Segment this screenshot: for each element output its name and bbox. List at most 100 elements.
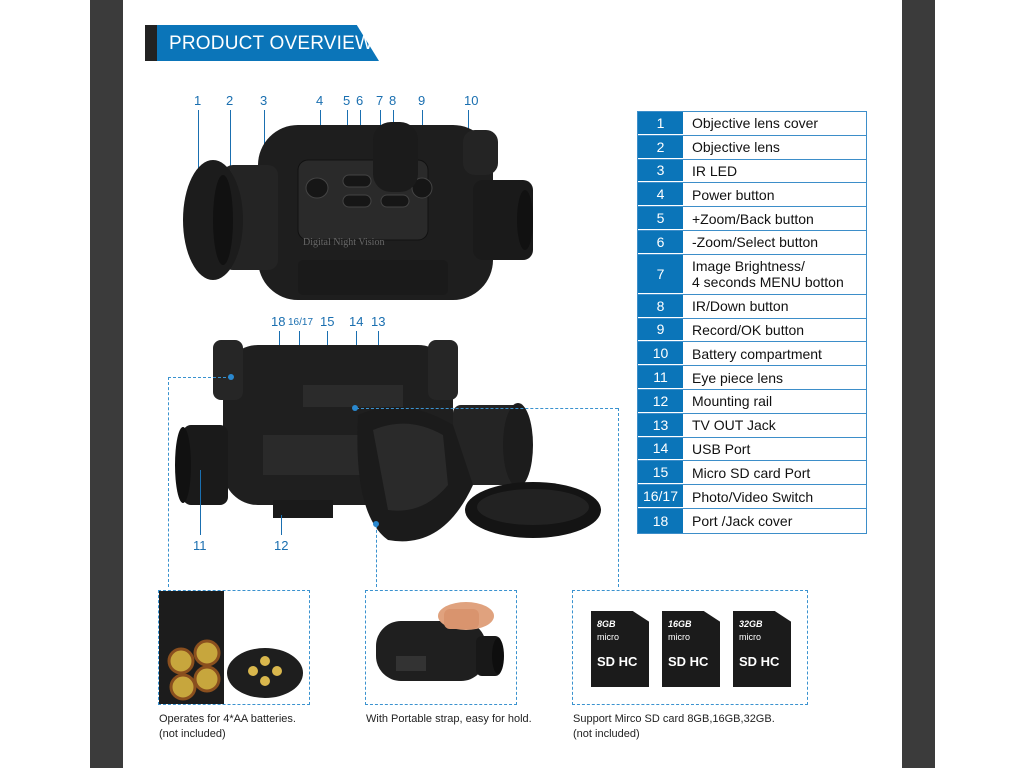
parts-number: 11	[638, 366, 683, 389]
callout-15: 15	[320, 314, 335, 329]
parts-row: 10 Battery compartment	[638, 342, 866, 367]
section-title: PRODUCT OVERVIEW	[169, 33, 374, 54]
parts-number: 9	[638, 318, 683, 342]
callout-18: 18	[271, 314, 286, 329]
parts-row: 14 USB Port	[638, 437, 866, 462]
strap-panel	[365, 590, 517, 705]
callout-16-17: 16/17	[288, 317, 314, 328]
parts-row: 12 Mounting rail	[638, 389, 866, 414]
parts-number: 15	[638, 461, 683, 485]
parts-name: USB Port	[692, 440, 751, 457]
parts-row: 4 Power button	[638, 183, 866, 208]
sdcard-micro-label: micro	[739, 632, 761, 642]
callout-1: 1	[194, 93, 202, 108]
device-label: Digital Night Vision	[303, 237, 384, 248]
parts-row: 5 +Zoom/Back button	[638, 207, 866, 231]
battery-image	[159, 591, 303, 704]
sdcard-8gb: 8GB micro SD HC	[591, 611, 649, 687]
callout-11: 11	[193, 538, 207, 553]
parts-name: Record/OK button	[692, 321, 805, 338]
night-vision-device-side-view: Digital Night Vision	[183, 122, 533, 300]
parts-name: +Zoom/Back button	[692, 210, 814, 227]
leader-line	[281, 515, 282, 535]
sdcard-capacity: 8GB	[597, 619, 616, 629]
parts-number: 7	[638, 254, 683, 294]
parts-number: 10	[638, 342, 683, 366]
parts-number: 13	[638, 413, 683, 437]
battery-caption-line1: Operates for 4*AA batteries.	[159, 713, 296, 725]
callout-9: 9	[418, 93, 426, 108]
sdcard-hc-label: SD HC	[739, 654, 780, 669]
sdcard-hc-label: SD HC	[597, 654, 638, 669]
night-vision-device-back-view	[175, 340, 601, 542]
parts-name: Objective lens cover	[692, 115, 819, 132]
parts-number: 8	[638, 294, 683, 318]
parts-number: 12	[638, 389, 683, 413]
callout-5: 5	[343, 93, 351, 108]
parts-name: -Zoom/Select button	[692, 234, 819, 251]
parts-number: 18	[638, 508, 683, 533]
callout-7: 7	[376, 93, 384, 108]
parts-name: Eye piece lens	[692, 369, 784, 386]
callout-14: 14	[349, 314, 364, 329]
battery-caption-line2: (not included)	[159, 728, 226, 740]
callout-6: 6	[356, 93, 364, 108]
parts-name: Photo/Video Switch	[692, 488, 814, 505]
connector-line	[356, 408, 618, 409]
sdcard-32gb: 32GB micro SD HC	[733, 611, 791, 687]
parts-name: TV OUT Jack	[692, 417, 776, 434]
parts-number: 4	[638, 183, 683, 207]
leader-line	[264, 110, 265, 148]
parts-row: 8 IR/Down button	[638, 294, 866, 319]
connector-line	[618, 408, 619, 587]
page-margin-left	[0, 0, 90, 768]
parts-name: Battery compartment	[692, 345, 822, 362]
parts-name: Image Brightness/ 4 seconds MENU botton	[692, 258, 844, 291]
callout-8: 8	[389, 93, 397, 108]
sdcard-caption-line2: (not included)	[573, 728, 640, 740]
callout-10: 10	[464, 93, 479, 108]
page-margin-right	[935, 0, 1024, 768]
strap-image	[376, 602, 504, 681]
section-banner: PRODUCT OVERVIEW	[145, 25, 400, 61]
parts-name: Mounting rail	[692, 393, 773, 410]
parts-name: IR LED	[692, 162, 738, 179]
sdcard-capacity: 16GB	[668, 619, 692, 629]
frame-right	[902, 0, 935, 768]
banner-background	[157, 25, 379, 61]
connector-line	[168, 377, 169, 587]
sdcard-hc-label: SD HC	[668, 654, 709, 669]
parts-number: 5	[638, 207, 683, 230]
battery-panel	[158, 590, 310, 705]
parts-number: 3	[638, 159, 683, 183]
strap-caption: With Portable strap, easy for hold.	[366, 713, 532, 725]
leader-line	[198, 110, 199, 205]
parts-row: 9 Record/OK button	[638, 318, 866, 343]
callout-3: 3	[260, 93, 268, 108]
sdcard-caption-line1: Support Mirco SD card 8GB,16GB,32GB.	[573, 713, 775, 725]
parts-row: 3 IR LED	[638, 159, 866, 184]
callout-12: 12	[274, 538, 289, 553]
parts-number: 14	[638, 437, 683, 461]
leader-line	[200, 470, 201, 535]
parts-row: 11 Eye piece lens	[638, 366, 866, 390]
parts-row: 6-Zoom/Select button	[638, 230, 866, 255]
sdcard-16gb: 16GB micro SD HC	[662, 611, 720, 687]
leader-line	[230, 110, 231, 200]
parts-name: IR/Down button	[692, 298, 789, 315]
connector-dot	[352, 405, 358, 411]
banner-accent	[145, 25, 157, 61]
parts-name: Power button	[692, 186, 775, 203]
product-sheet: PRODUCT OVERVIEW 1 2 3 4 5 6 7 8 9 10 Di…	[123, 0, 902, 768]
callout-2: 2	[226, 93, 234, 108]
parts-row: 7 Image Brightness/ 4 seconds MENU botton	[638, 254, 866, 295]
parts-number: 2	[638, 135, 683, 159]
connector-line	[376, 525, 377, 587]
parts-row: 13 TV OUT Jack	[638, 413, 866, 438]
